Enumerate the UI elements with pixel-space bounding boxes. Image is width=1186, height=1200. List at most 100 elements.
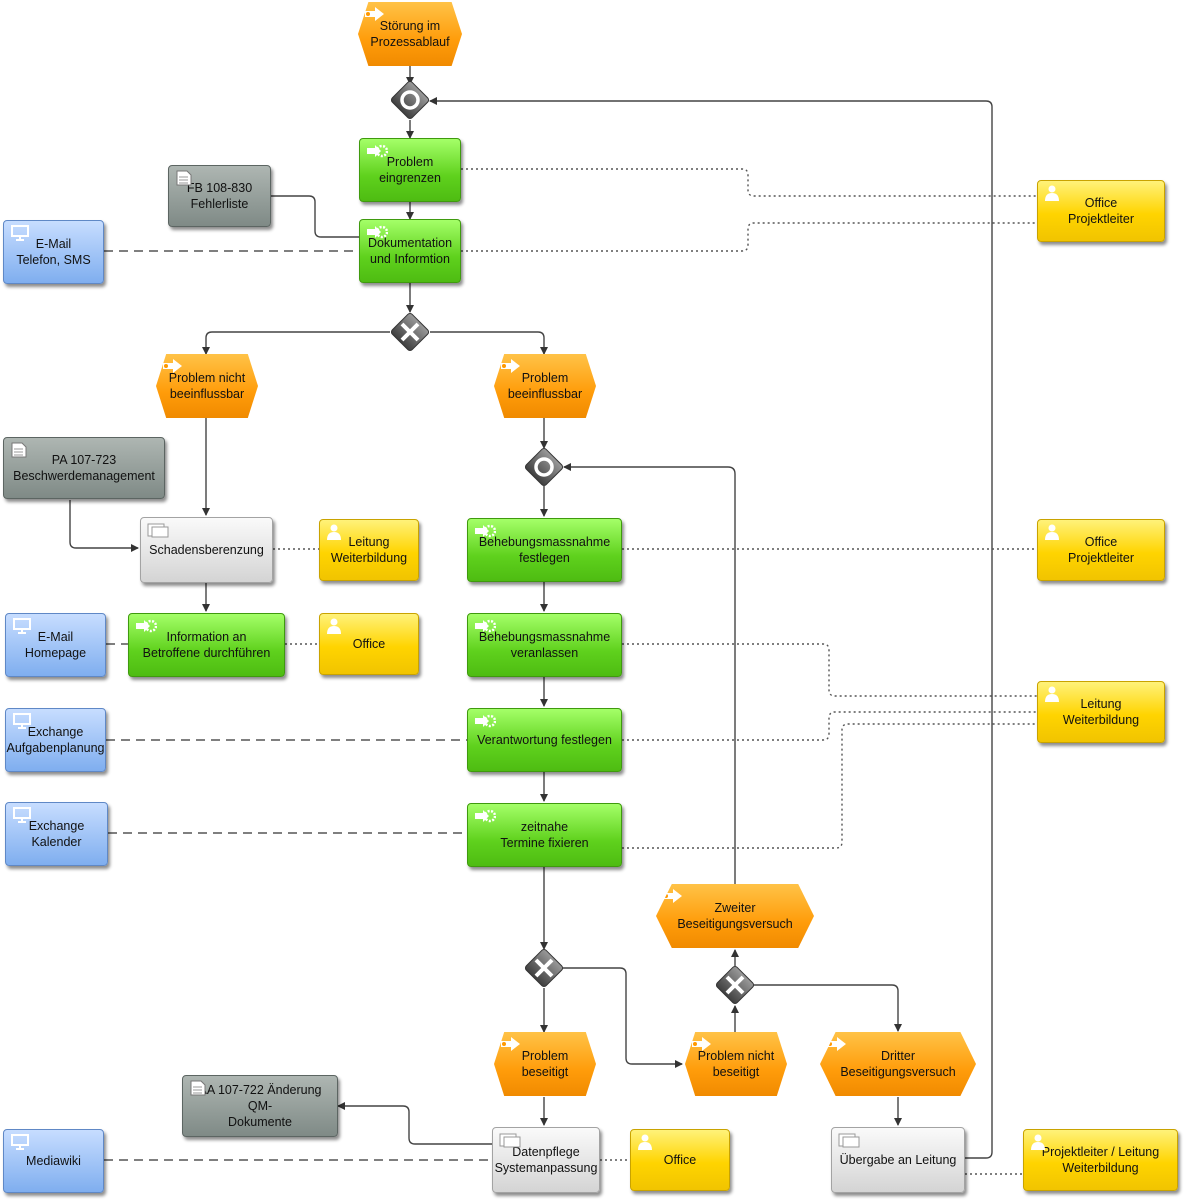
function-gear-icon	[475, 619, 496, 633]
process-handover[interactable]: Übergabe an Leitung	[831, 1127, 965, 1193]
system-email-homepage-label: E-Mail Homepage	[24, 630, 87, 660]
monitor-icon	[13, 807, 31, 823]
event-influenceable-label: Problem beeinflussbar	[507, 371, 583, 401]
document-fb[interactable]: FB 108-830 Fehlerliste	[168, 165, 271, 227]
process-handover-label: Übergabe an Leitung	[839, 1153, 957, 1167]
process-data-maintenance-label: Datenpflege Systemanpassung	[494, 1145, 598, 1175]
flow-handover-loop	[429, 97, 993, 1159]
document-pa[interactable]: PA 107-723 Beschwerdemanagement	[3, 437, 165, 499]
role-leitung-weiterbildung-right-label: Leitung Weiterbildung	[1062, 697, 1140, 727]
event-not-influenceable[interactable]: Problem nicht beeinflussbar	[156, 354, 258, 418]
function-gear-icon	[367, 144, 388, 158]
event-arrow-icon	[501, 1037, 520, 1051]
gateway-xor-split-right	[715, 965, 755, 1005]
function-inform-label: Information an Betroffene durchführen	[142, 630, 271, 660]
process-data-maintenance[interactable]: Datenpflege Systemanpassung	[492, 1127, 600, 1193]
function-responsibility-label: Verantwortung festlegen	[477, 733, 612, 747]
document-fb-label: FB 108-830 Fehlerliste	[186, 181, 253, 211]
gateway-or-join-mid	[524, 447, 564, 487]
event-not-solved-label: Problem nicht beseitigt	[697, 1049, 775, 1079]
event-arrow-icon	[163, 359, 182, 373]
function-arrange[interactable]: Behebungsmassnahme veranlassen	[467, 613, 622, 677]
event-influenceable[interactable]: Problem beeinflussbar	[494, 354, 596, 418]
role-office-projektleiter-1[interactable]: Office Projektleiter	[1037, 180, 1165, 242]
system-email-phone[interactable]: E-Mail Telefon, SMS	[3, 220, 104, 284]
function-narrow[interactable]: Problem eingrenzen	[359, 138, 461, 202]
flow-xor-to-notsolved	[563, 967, 683, 1068]
document-icon	[11, 442, 27, 458]
control-flow	[69, 66, 993, 1159]
event-not-solved[interactable]: Problem nicht beseitigt	[685, 1032, 787, 1096]
system-exchange-tasks[interactable]: Exchange Aufgabenplanung	[5, 708, 106, 772]
function-schedule[interactable]: zeitnahe Termine fixieren	[467, 803, 622, 867]
flow-document-to-fb	[263, 192, 360, 238]
process-interface-icon	[499, 1133, 521, 1148]
system-mediawiki[interactable]: Mediawiki	[3, 1129, 104, 1193]
function-document[interactable]: Dokumentation und Informtion	[359, 219, 461, 283]
role-leitung-weiterbildung-mid-label: Leitung Weiterbildung	[330, 535, 408, 565]
person-icon	[638, 1134, 652, 1150]
function-inform[interactable]: Information an Betroffene durchführen	[128, 613, 285, 677]
person-icon	[1045, 185, 1059, 201]
monitor-icon	[11, 1134, 29, 1150]
monitor-icon	[11, 225, 29, 241]
role-office-mid[interactable]: Office	[319, 613, 419, 675]
document-icon	[190, 1080, 206, 1096]
function-define-label: Behebungsmassnahme festlegen	[478, 535, 611, 565]
role-office-mid-label: Office	[352, 637, 386, 651]
system-exchange-calendar[interactable]: Exchange Kalender	[5, 802, 108, 866]
person-icon	[1031, 1134, 1045, 1150]
function-document-label: Dokumentation und Informtion	[367, 236, 453, 266]
event-start-label: Störung im Prozessablauf	[370, 19, 450, 49]
role-office-projektleiter-2-label: Office Projektleiter	[1068, 535, 1134, 565]
event-start[interactable]: Störung im Prozessablauf	[358, 2, 462, 66]
event-arrow-icon	[692, 1037, 711, 1051]
flow-xor-right	[430, 331, 548, 355]
flow-data-to-aa	[337, 1102, 492, 1145]
role-office-bottom-label: Office	[663, 1153, 697, 1167]
event-solved[interactable]: Problem beseitigt	[494, 1032, 596, 1096]
gateway-xor-split-bottom	[524, 948, 564, 988]
document-icon	[176, 170, 192, 186]
system-exchange-tasks-label: Exchange Aufgabenplanung	[6, 725, 105, 755]
flow-xor-to-third	[754, 984, 902, 1032]
event-second-attempt[interactable]: Zweiter Beseitigungsversuch	[656, 884, 814, 948]
process-interface-icon	[838, 1133, 860, 1148]
flow-pa-to-damage	[69, 500, 139, 552]
gateway-xor-split-top	[390, 312, 430, 352]
system-links	[104, 250, 492, 1161]
role-leitung-weiterbildung-mid[interactable]: Leitung Weiterbildung	[319, 519, 419, 581]
process-interface-icon	[147, 523, 169, 538]
role-office-projektleiter-1-label: Office Projektleiter	[1068, 196, 1134, 226]
process-damage-label: Schadensberenzung	[149, 543, 264, 557]
person-icon	[327, 618, 341, 634]
event-solved-label: Problem beseitigt	[521, 1049, 569, 1079]
role-office-projektleiter-2[interactable]: Office Projektleiter	[1037, 519, 1165, 581]
flow-xor-left	[202, 331, 390, 355]
function-narrow-label: Problem eingrenzen	[379, 155, 441, 185]
role-office-bottom[interactable]: Office	[630, 1129, 730, 1191]
system-email-homepage[interactable]: E-Mail Homepage	[5, 613, 106, 677]
function-responsibility[interactable]: Verantwortung festlegen	[467, 708, 622, 772]
function-gear-icon	[475, 524, 496, 538]
process-damage[interactable]: Schadensberenzung	[140, 517, 273, 583]
event-not-influenceable-label: Problem nicht beeinflussbar	[168, 371, 246, 401]
system-mediawiki-label: Mediawiki	[26, 1154, 81, 1168]
event-arrow-icon	[501, 359, 520, 373]
function-gear-icon	[475, 809, 496, 823]
system-exchange-calendar-label: Exchange Kalender	[28, 819, 85, 849]
document-aa[interactable]: AA 107-722 Änderung QM- Dokumente	[182, 1075, 338, 1137]
role-projektleiter-leitung-weiterbildung[interactable]: Projektleiter / Leitung Weiterbildung	[1023, 1129, 1178, 1191]
function-gear-icon	[136, 619, 157, 633]
person-icon	[1045, 686, 1059, 702]
event-third-attempt[interactable]: Dritter Beseitigungsversuch	[820, 1032, 976, 1096]
function-define[interactable]: Behebungsmassnahme festlegen	[467, 518, 622, 582]
event-third-attempt-label: Dritter Beseitigungsversuch	[840, 1049, 956, 1079]
function-gear-icon	[367, 225, 388, 239]
person-icon	[327, 524, 341, 540]
flow-second-to-join	[563, 463, 736, 884]
function-gear-icon	[475, 714, 496, 728]
gateway-or-join-top	[390, 80, 430, 120]
event-arrow-icon	[365, 7, 384, 21]
role-leitung-weiterbildung-right[interactable]: Leitung Weiterbildung	[1037, 681, 1165, 743]
